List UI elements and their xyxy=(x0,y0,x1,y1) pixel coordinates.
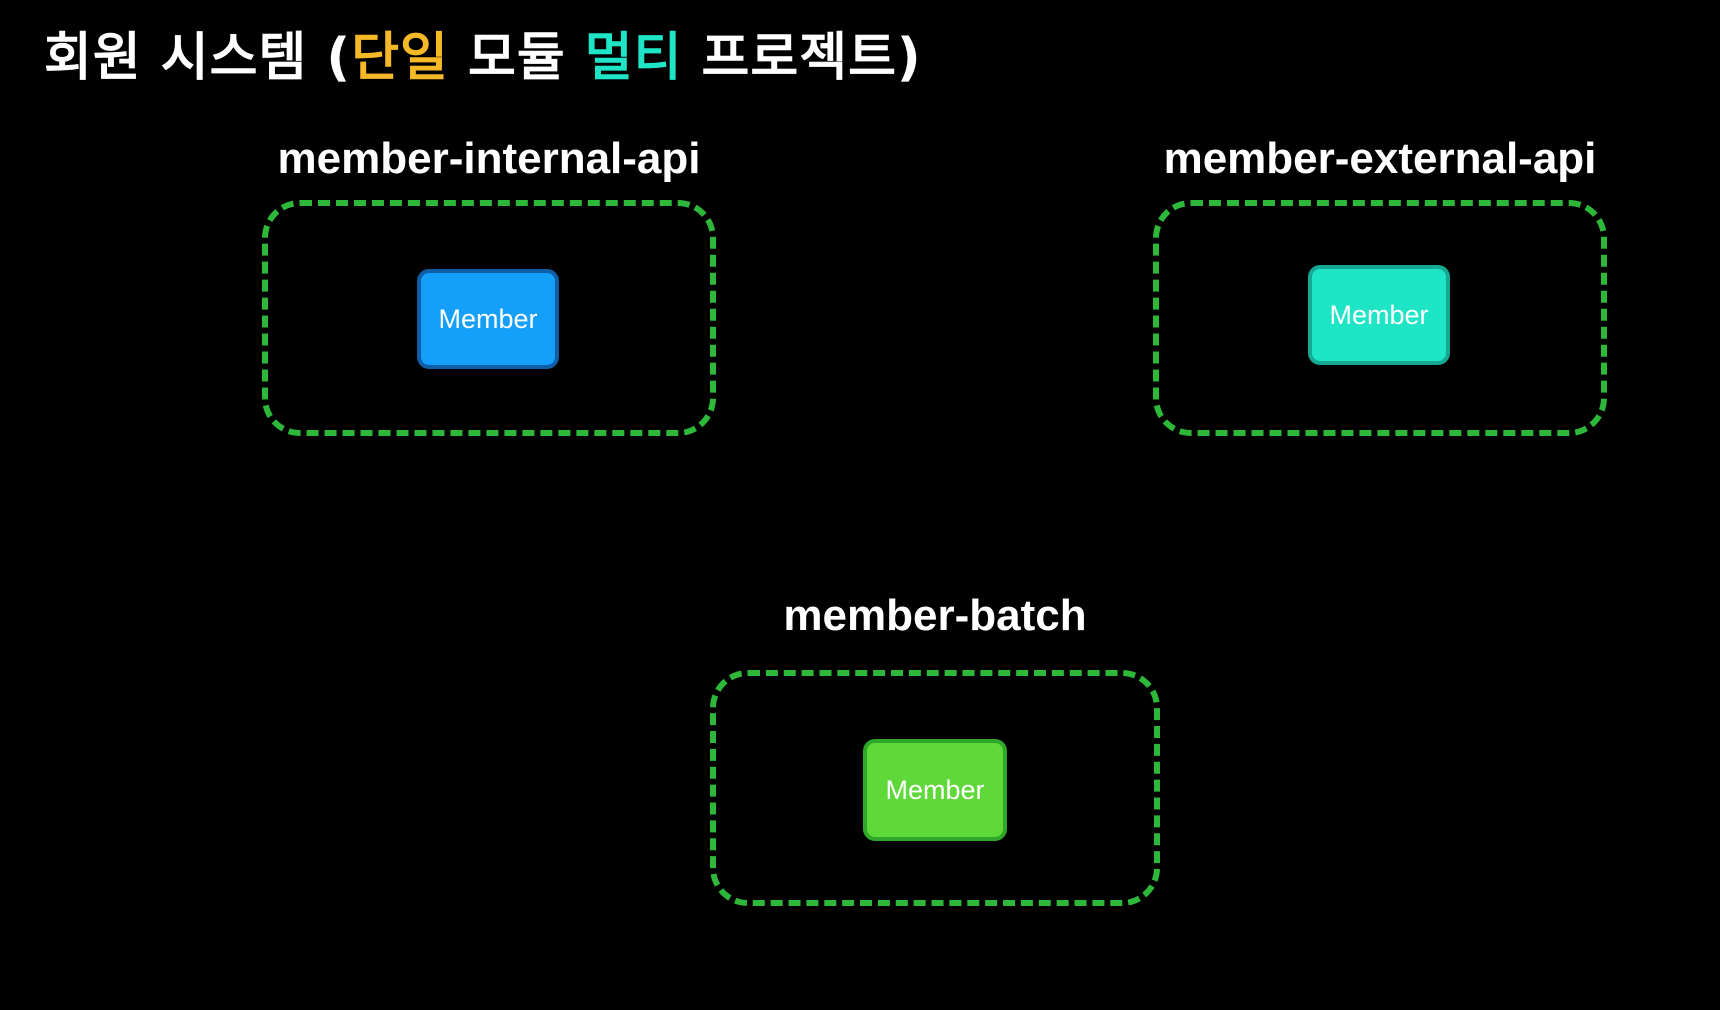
module-boundary xyxy=(710,670,1160,906)
member-entity-box: Member xyxy=(417,269,559,369)
module-boundary xyxy=(1153,200,1607,436)
page-title: 회원 시스템 (단일 모듈 멀티 프로젝트) xyxy=(44,22,922,94)
module-label: member-internal-api xyxy=(277,134,701,183)
title-part-module: 모듈 xyxy=(448,28,585,88)
title-part-single: 단일 xyxy=(351,28,449,88)
module-internal-api: member-internal-api Member xyxy=(262,130,716,440)
member-entity-box: Member xyxy=(1308,265,1450,365)
module-boundary xyxy=(262,200,716,436)
title-part-multi: 멀티 xyxy=(584,28,683,88)
module-label: member-external-api xyxy=(1163,134,1597,183)
module-batch: member-batch Member xyxy=(710,587,1160,907)
member-entity-box: Member xyxy=(863,739,1007,841)
module-label: member-batch xyxy=(783,591,1087,640)
title-part-project: 프로젝트) xyxy=(682,28,922,88)
module-external-api: member-external-api Member xyxy=(1153,130,1607,440)
title-part-prefix: 회원 시스템 ( xyxy=(44,28,352,88)
